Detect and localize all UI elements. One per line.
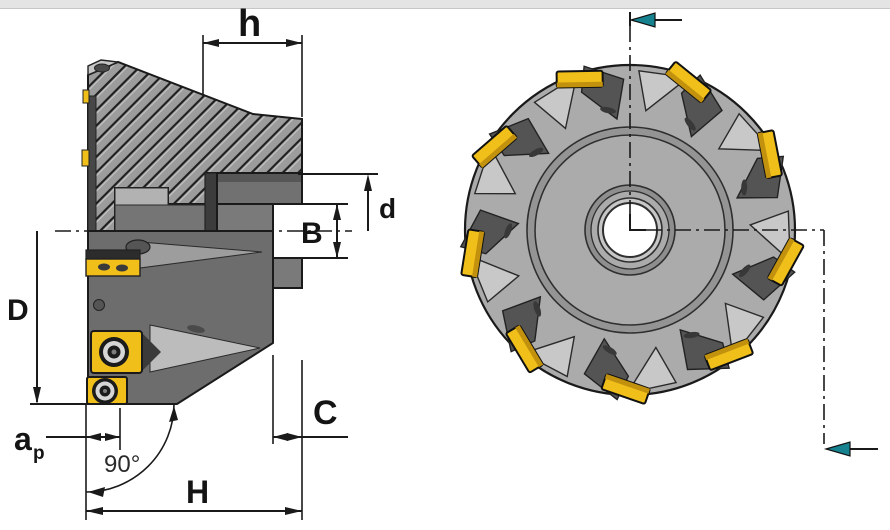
label-B: B [301, 217, 323, 250]
dimensions: h d B D [7, 3, 396, 520]
insert-sliver-2 [81, 149, 90, 167]
dim-B: B [273, 203, 348, 259]
dim-C: C [272, 355, 348, 520]
pocket-step-dark [114, 204, 208, 232]
side-insert-cap [85, 249, 141, 260]
arrowhead-up-icon [169, 406, 178, 422]
top-edge-bar [0, 0, 890, 9]
side-insert-dot-2 [116, 264, 128, 272]
label-ap-sub: p [33, 443, 45, 464]
arrowhead-right-icon [287, 433, 302, 441]
arrowhead-right-icon [285, 507, 302, 515]
arrowhead-left-icon [273, 433, 288, 441]
section-arrow-icon [823, 441, 851, 457]
body-slot [204, 172, 218, 232]
insert-pocket-shadow [142, 333, 161, 371]
section-arrow-right [823, 441, 878, 457]
side-insert-body [85, 258, 141, 277]
insert-sliver-1 [82, 89, 90, 104]
dim-d: d [298, 173, 396, 231]
arrowhead-up-icon [364, 174, 372, 191]
label-ap-base: a [14, 421, 32, 457]
rear-recess-wall-upper [216, 203, 274, 232]
dim-ap: a p [14, 408, 121, 464]
dim-h: h [202, 3, 303, 117]
label-angle: 90° [104, 451, 140, 478]
arrowhead-left-icon [203, 39, 219, 47]
angle-90: 90° [85, 403, 178, 520]
rear-hub-shadow [218, 174, 301, 182]
face-insert-2 [86, 376, 128, 405]
face-insert-1 [90, 330, 143, 374]
body-slit [187, 325, 205, 333]
front-view [452, 48, 812, 407]
section-arrow-icon [628, 12, 656, 28]
top-screw-hole [94, 63, 110, 73]
section-line [628, 12, 878, 457]
arrowhead-left-icon [86, 433, 101, 441]
arrowhead-left-icon [86, 507, 103, 515]
label-h: h [238, 3, 261, 45]
label-D: D [7, 294, 29, 327]
label-C: C [313, 394, 338, 432]
body-hole-2 [93, 299, 105, 311]
side-section-view [55, 59, 352, 405]
dim-H: H [86, 474, 302, 515]
side-insert-dot-1 [98, 263, 110, 271]
arrowhead-left-icon [88, 487, 105, 497]
pocket-step-light [114, 187, 169, 206]
arrowhead-down-icon [33, 387, 41, 404]
rear-hub-lower [272, 257, 303, 289]
label-d: d [379, 193, 396, 224]
arrowhead-right-icon [105, 433, 120, 441]
arrowhead-down-icon [333, 242, 341, 258]
section-arrow-top [628, 12, 682, 28]
face-groove-band [528, 128, 732, 332]
label-H: H [186, 474, 209, 510]
dim-D: D [7, 231, 177, 405]
arrowhead-right-icon [286, 39, 302, 47]
arrowhead-up-icon [333, 204, 341, 220]
